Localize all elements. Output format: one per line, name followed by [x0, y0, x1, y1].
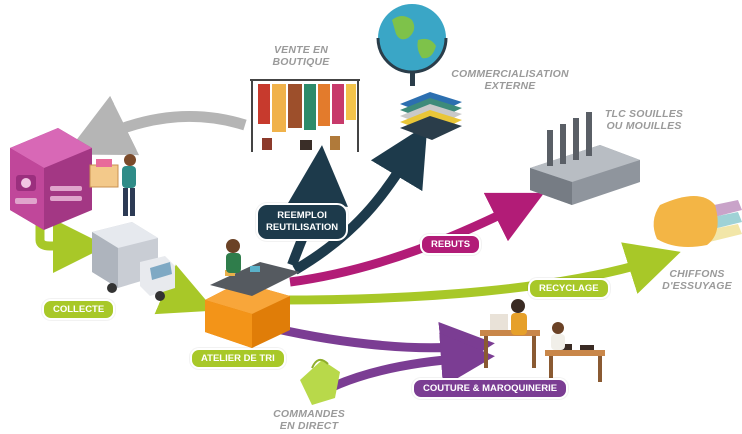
pill-rebuts: REBUTS — [420, 234, 482, 255]
arrow-atelier-to-factory — [289, 192, 545, 287]
arrow-atelier-to-export — [292, 124, 428, 275]
clothes-rack-icon — [250, 79, 360, 152]
arrow-boutique-to-collection — [65, 95, 247, 156]
arrow-atelier-to-couture — [258, 320, 495, 376]
arrow-atelier-to-rags — [279, 242, 681, 305]
clothes-stack-icon — [400, 92, 462, 140]
tailor-workshop-icon — [480, 299, 605, 382]
sorting-workshop-icon — [205, 239, 300, 348]
factory-icon — [530, 112, 640, 205]
delivery-truck-icon — [92, 222, 175, 301]
recycling-container-icon — [10, 128, 92, 230]
pill-collecte: COLLECTE — [42, 299, 116, 320]
pill-recyclage: RECYCLAGE — [528, 278, 610, 299]
pill-couture-maroquinerie: COUTURE & MAROQUINERIE — [412, 378, 569, 399]
arrow-collection-to-truck — [35, 219, 107, 273]
rags-icon — [653, 196, 742, 247]
tote-bag-icon — [300, 358, 340, 405]
person-with-box-icon — [89, 154, 136, 216]
globe-icon — [376, 4, 448, 86]
pill-atelier-de-tri: ATELIER DE TRI — [190, 348, 286, 369]
flow-arrows — [35, 95, 681, 396]
